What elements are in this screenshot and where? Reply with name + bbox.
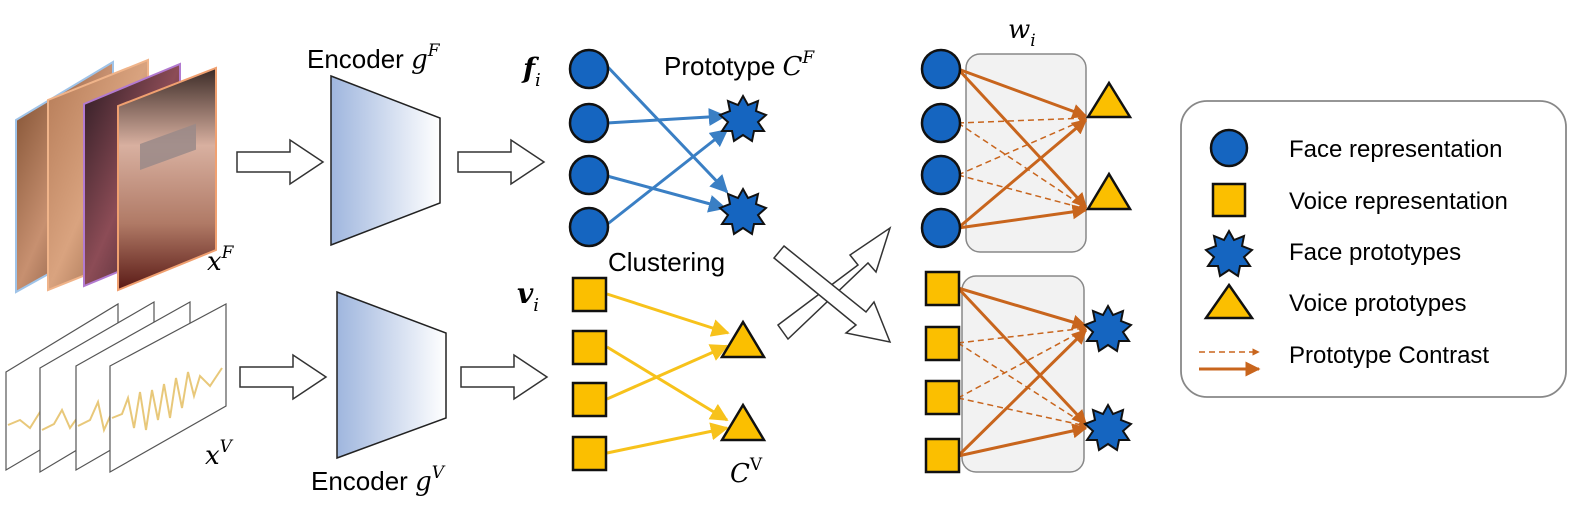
prototype-contrast-icon [1199,348,1261,377]
voice-representation-node [924,270,961,307]
voice-representation-node [571,329,608,366]
face-representation-node [920,102,962,144]
voice-representation-node [571,276,608,313]
face-image-4 [117,66,217,292]
voice-representation-node [571,435,608,472]
voice-representation-node [924,325,961,362]
face-representation-node [920,48,962,90]
face-representation-node [920,207,962,249]
contrast-group-face [965,53,1087,253]
voice-prototype-icon [1203,282,1255,320]
legend-box [1180,100,1567,398]
voice-prototype-node [719,319,767,359]
cross-arrows [772,226,892,344]
face-prototype-node [718,186,768,236]
face-representation-node [568,206,610,248]
face-prototype-node [1083,303,1133,353]
voice-representation-node [571,381,608,418]
face-representation-icon [1209,128,1249,168]
face-image-stack [15,58,217,294]
face-prototype-node [718,93,768,143]
w-i-label: wi [1008,15,1036,51]
encoder-voice-label: Encoder gV [311,463,446,497]
encoder-voice [336,290,447,460]
face-representation-node [568,48,610,90]
contrast-lines-upper [956,67,1088,230]
encoder-face-label: Encoder gF [307,41,441,75]
face-prototype-icon [1204,228,1254,278]
legend-label: Prototype Contrast [1289,342,1489,369]
x-voice-label: xV [205,437,234,471]
face-representation-node [920,154,962,196]
face-prototype-node [1083,402,1133,452]
v-i-label: vi [517,277,539,316]
contrast-lines-lower [956,286,1088,458]
input-arrow-face [236,138,325,186]
face-representation-node [568,154,610,196]
c-voice-label: CV [730,455,763,489]
feature-arrow-face [457,138,546,186]
voice-prototype-node [1085,171,1133,211]
voice-prototype-node [1085,80,1133,119]
x-face-label: xF [207,243,235,277]
f-i-label: fi [521,52,541,91]
feature-arrow-voice [460,353,549,401]
legend-label: Voice representation [1289,188,1508,215]
voice-prototype-node [719,402,767,442]
voice-representation-node [924,437,961,474]
voice-waveform-stack [5,300,227,474]
prototype-face-label: Prototype CF [664,48,815,82]
input-arrow-voice [239,353,328,401]
face-cluster-arrows [603,62,729,228]
legend-label: Face prototypes [1289,239,1461,266]
legend-label: Voice prototypes [1289,290,1466,317]
clustering-label: Clustering [608,247,725,277]
encoder-face [330,74,441,247]
voice-representation-icon [1211,182,1247,218]
legend: Face representation Voice representation… [1180,100,1567,398]
face-representation-node [568,102,610,144]
voice-representation-node [924,379,961,416]
face-blur-mask [140,123,196,171]
voice-cluster-arrows [606,292,730,455]
legend-label: Face representation [1289,136,1502,163]
